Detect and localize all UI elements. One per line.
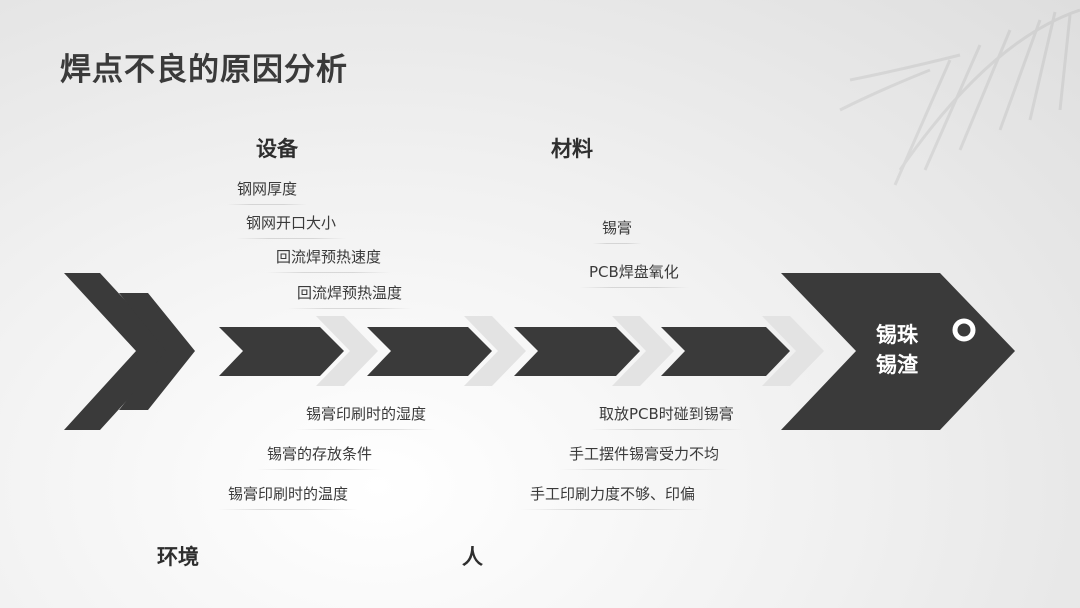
- cause-environment-2: 锡膏的存放条件: [267, 443, 372, 464]
- effect-line-1: 锡珠: [852, 320, 942, 350]
- tail-chevron-left: [64, 273, 172, 430]
- cause-people-2: 手工摆件锡膏受力不均: [569, 443, 719, 464]
- spine-chevron-1: [219, 327, 344, 376]
- category-people: 人: [462, 541, 483, 571]
- cause-equipment-1: 钢网厚度: [237, 178, 297, 199]
- category-material: 材料: [551, 133, 593, 163]
- cause-environment-1: 锡膏印刷时的湿度: [306, 403, 426, 424]
- spine-chevron-3: [514, 327, 640, 376]
- cause-equipment-4: 回流焊预热温度: [297, 282, 402, 303]
- cause-people-1: 取放PCB时碰到锡膏: [599, 403, 734, 424]
- cause-environment-3: 锡膏印刷时的温度: [228, 483, 348, 504]
- category-environment: 环境: [157, 541, 199, 571]
- cause-people-3: 手工印刷力度不够、印偏: [530, 483, 695, 504]
- spine-chevron-2: [367, 327, 492, 376]
- effect-line-2: 锡渣: [852, 350, 942, 380]
- cause-equipment-2: 钢网开口大小: [246, 212, 336, 233]
- cause-material-2: PCB焊盘氧化: [589, 261, 679, 282]
- cause-equipment-3: 回流焊预热速度: [276, 246, 381, 267]
- category-equipment: 设备: [256, 133, 298, 163]
- cause-material-1: 锡膏: [602, 217, 632, 238]
- effect-label: 锡珠 锡渣: [852, 320, 942, 380]
- page-title: 焊点不良的原因分析: [60, 44, 348, 89]
- spine-chevron-4: [661, 327, 790, 376]
